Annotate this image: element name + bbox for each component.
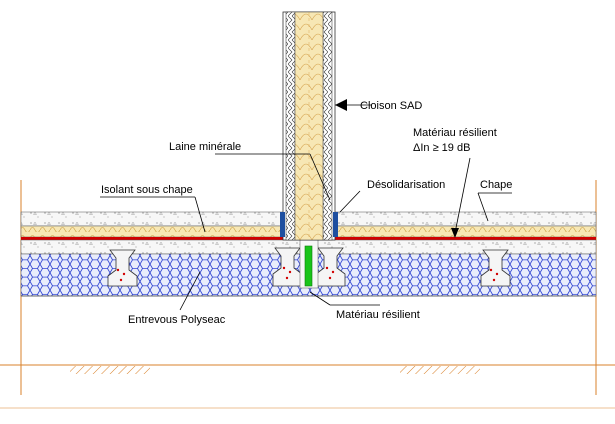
label-chape: Chape xyxy=(480,179,512,191)
arrow-down-icon xyxy=(451,228,459,238)
label-entrevous: Entrevous Polyseac xyxy=(128,314,226,326)
label-delta-ln: ΔIn ≥ 19 dB xyxy=(413,142,470,154)
arrow-left-icon xyxy=(335,99,347,111)
hatch-pattern-icon xyxy=(70,366,150,374)
green-resilient-strip xyxy=(304,245,313,287)
beam-center-right xyxy=(315,247,346,287)
blue-band-right xyxy=(333,212,338,237)
label-materiau-resilient-bottom: Matériau résilient xyxy=(336,309,420,321)
label-laine-minerale: Laine minérale xyxy=(169,141,241,153)
label-materiau-resilient-top: Matériau résilient xyxy=(413,127,497,139)
partition-wall xyxy=(282,11,336,241)
label-desolidarisation: Désolidarisation xyxy=(367,179,445,191)
label-cloison-sad: Cloison SAD xyxy=(360,100,422,112)
hatch-pattern-icon xyxy=(400,366,480,374)
label-isolant-sous-chape: Isolant sous chape xyxy=(101,184,193,196)
beam-right xyxy=(480,249,511,287)
blue-band-left xyxy=(280,212,285,237)
beam-left xyxy=(107,249,138,287)
